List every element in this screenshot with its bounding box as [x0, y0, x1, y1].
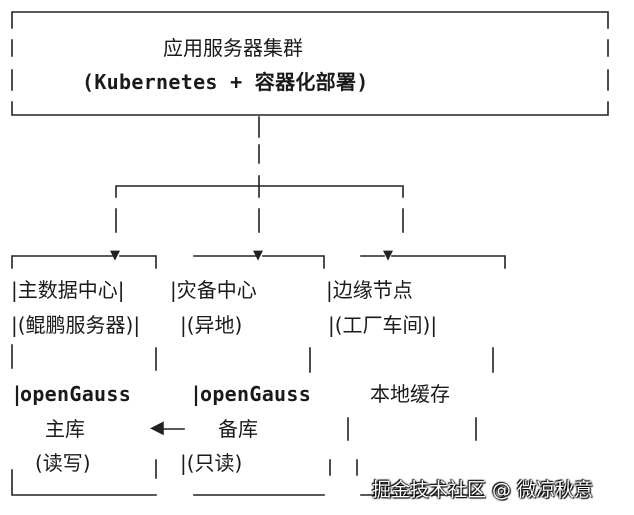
dr-db-border-left: | [190, 382, 203, 406]
drop-lines [115, 208, 404, 233]
edge-node-cache: 本地缓存 [370, 382, 450, 406]
top-box-title: 应用服务器集群 [163, 36, 303, 60]
edge-node-border [347, 255, 506, 496]
dr-db-mode: |(只读) [180, 451, 243, 475]
dr-db-name: openGauss [200, 382, 312, 406]
primary-db-role: 主库 [45, 417, 85, 441]
primary-db-border-left: | [11, 382, 24, 406]
arrowhead-primary: ▼ [110, 248, 120, 263]
primary-dc-detail: |(鲲鹏服务器)| [11, 313, 141, 337]
distribution-bar [115, 175, 404, 198]
arrowhead-edge: ▼ [383, 248, 393, 263]
edge-node-title: |边缘节点 [326, 278, 413, 302]
top-box-subtitle: (Kubernetes + 容器化部署) [82, 70, 369, 94]
primary-dc-border [11, 255, 157, 496]
dr-db-role: 备库 [218, 417, 258, 441]
dr-dc-title: |灾备中心 [170, 278, 257, 302]
primary-db-mode: (读写) [35, 451, 91, 475]
replication-arrowhead: ◀ [150, 417, 164, 438]
watermark: 掘金技术社区 @ 微凉秋意 [372, 479, 594, 501]
primary-dc-title: |主数据中心| [11, 278, 125, 302]
top-box-border [11, 11, 609, 116]
dr-dc-border [193, 255, 331, 496]
edge-node-detail: |(工厂车间)| [328, 313, 438, 337]
arrowhead-dr: ▼ [253, 248, 263, 263]
dr-dc-detail: |(异地) [180, 313, 243, 337]
primary-db-name: openGauss [20, 382, 132, 406]
